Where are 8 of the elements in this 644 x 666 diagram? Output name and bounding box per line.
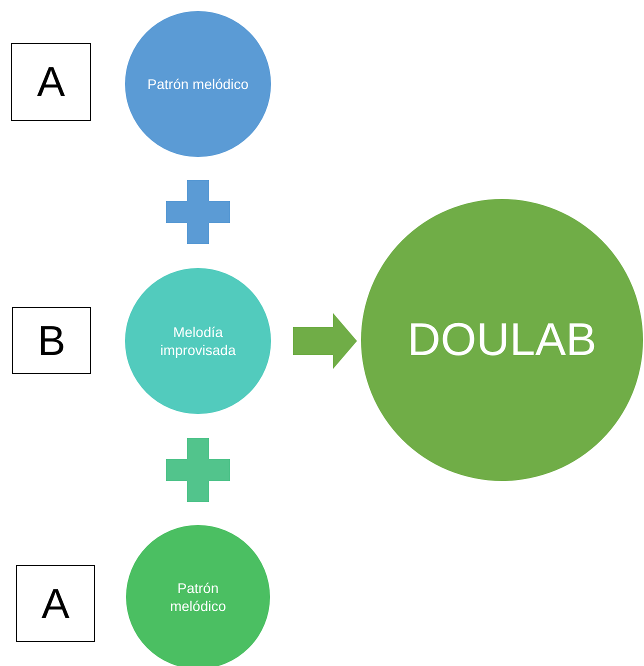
letter-box: A xyxy=(11,43,91,121)
block-arrow xyxy=(293,313,357,369)
circle-node: DOULAB xyxy=(361,199,643,481)
letter-box: B xyxy=(12,307,91,374)
circle-node: Melodía improvisada xyxy=(125,268,271,414)
circle-node: Patrón melódico xyxy=(125,11,271,157)
letter-box: A xyxy=(16,565,95,642)
circle-node: Patrón melódico xyxy=(126,525,270,666)
